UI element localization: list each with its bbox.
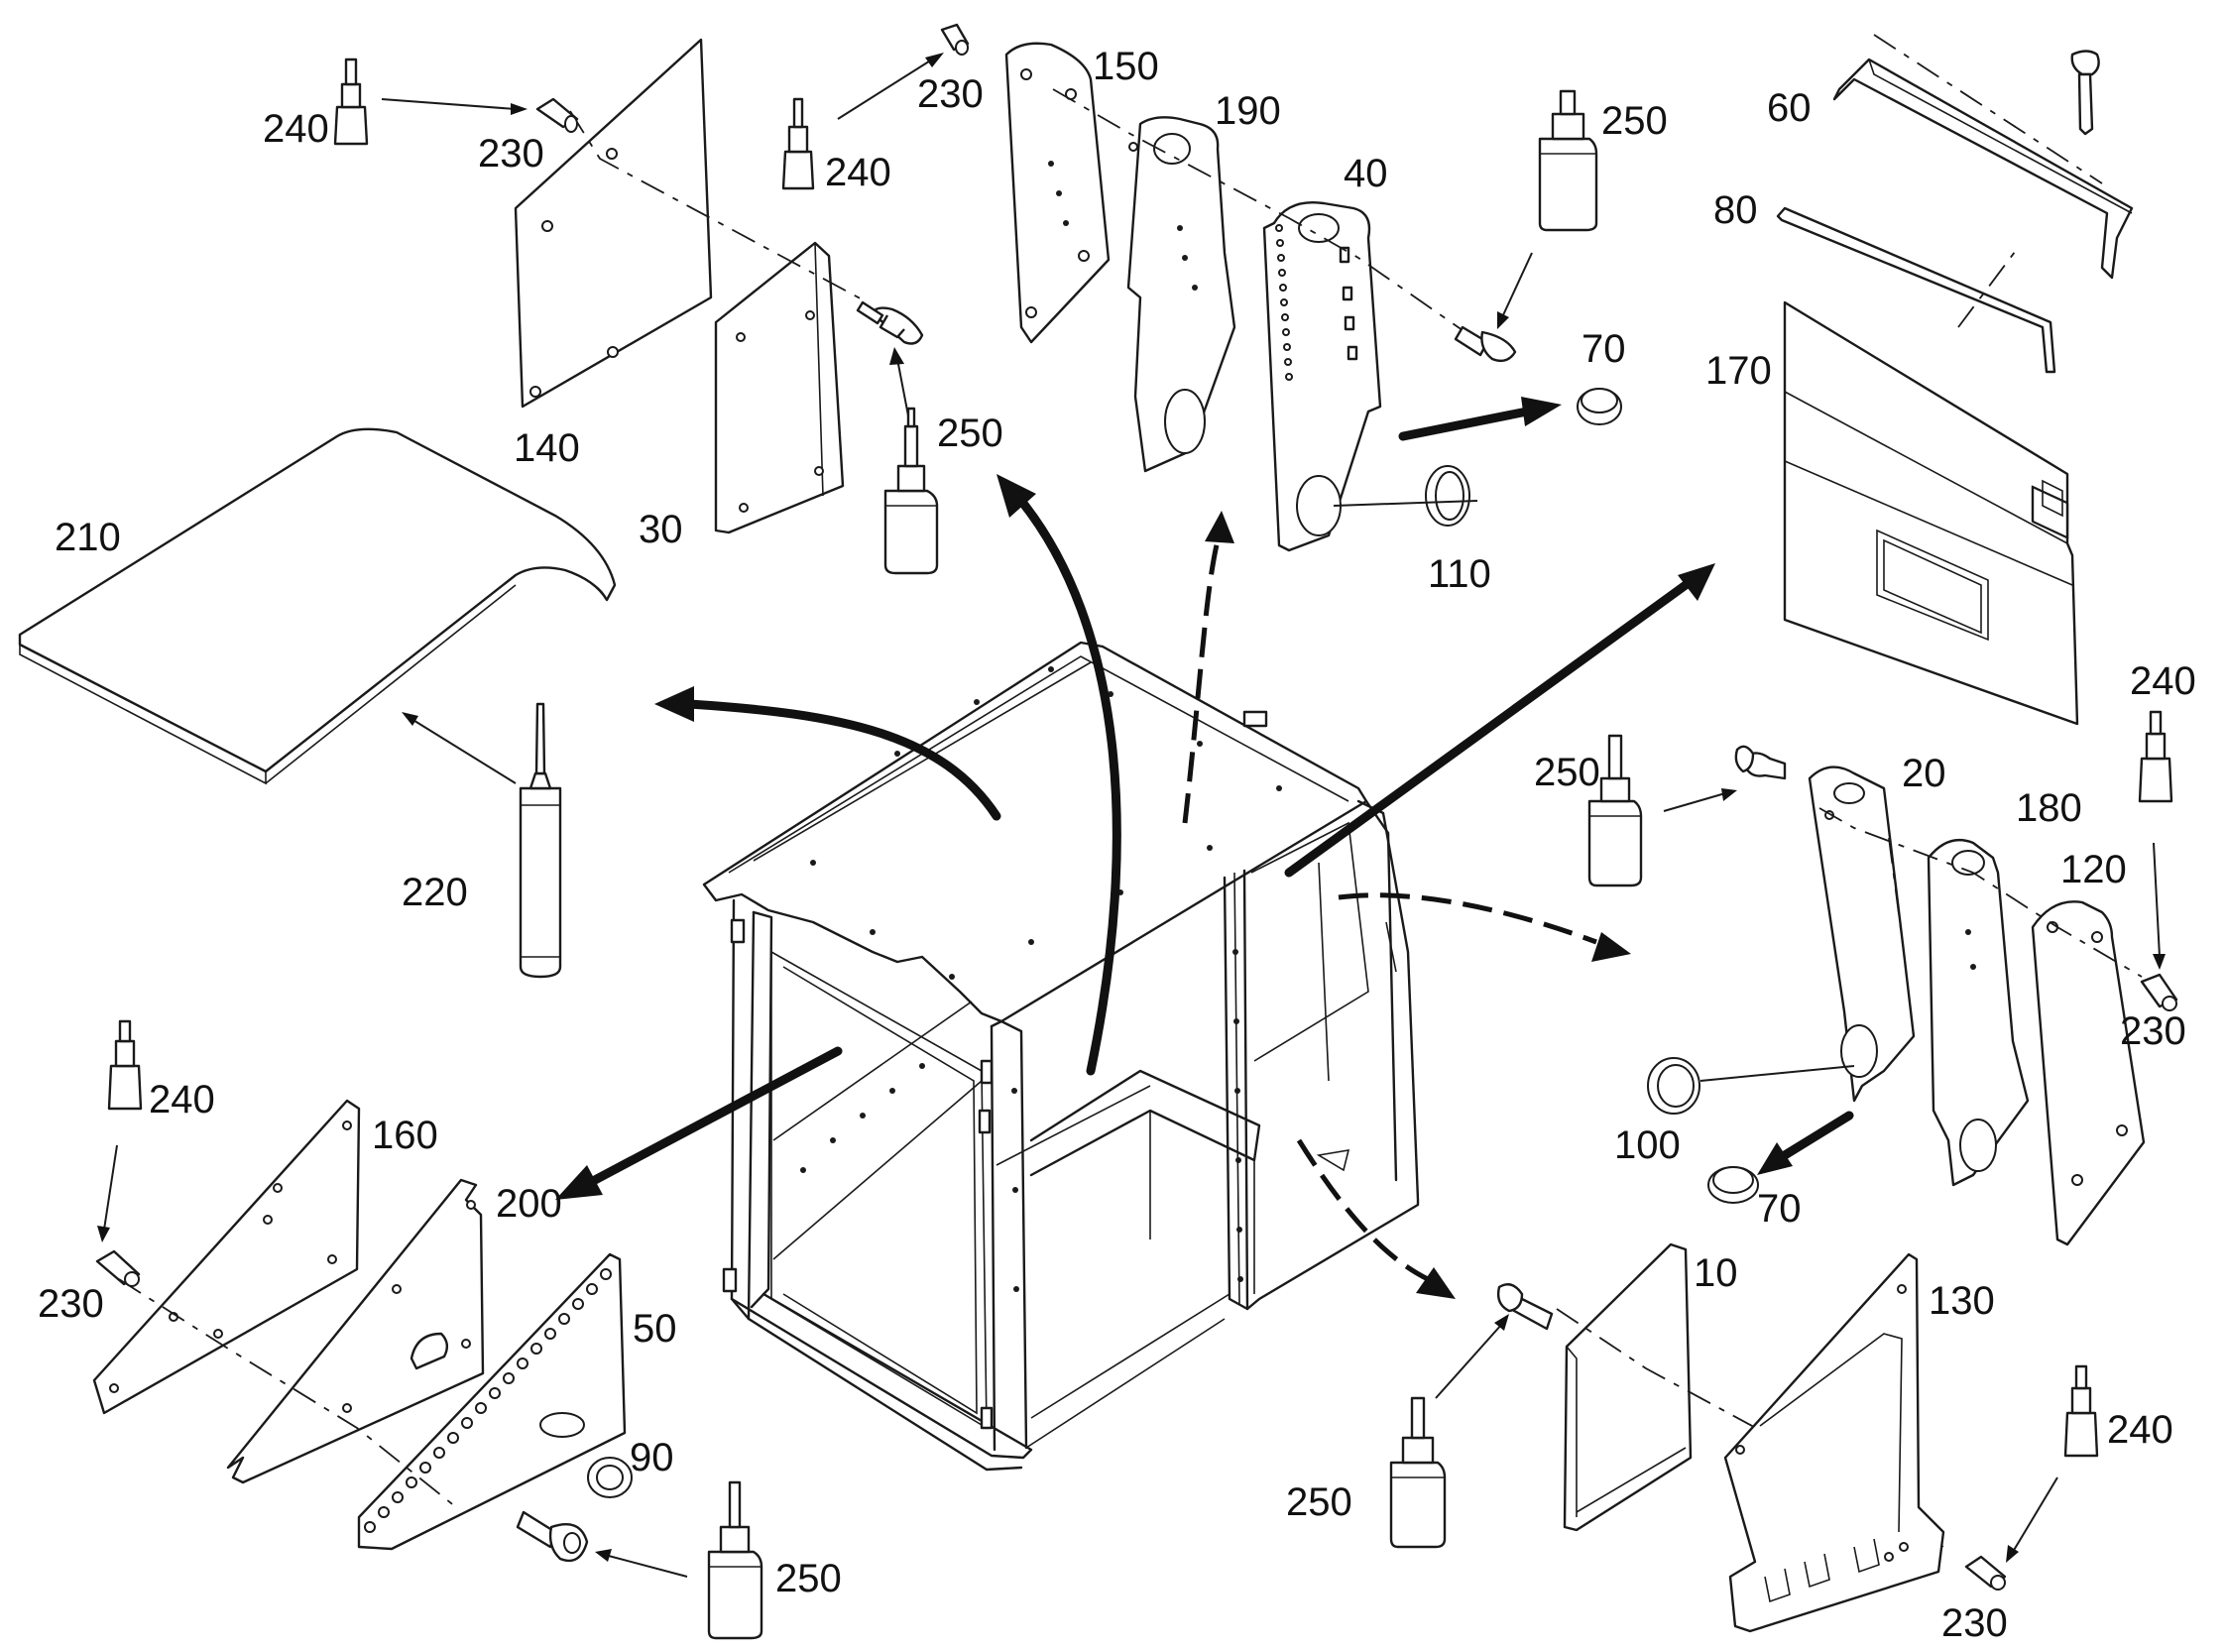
callout-230: 230 <box>917 72 984 116</box>
callout-240: 240 <box>2107 1408 2173 1452</box>
callout-220: 220 <box>402 871 468 914</box>
bolt-60 <box>2070 50 2100 136</box>
bracket-180 <box>1927 838 2030 1187</box>
callout-90: 90 <box>630 1436 674 1479</box>
assembly-centerline <box>1873 34 2103 184</box>
bottle-250-c <box>1587 734 1737 887</box>
assembly-centerline <box>1818 807 2143 978</box>
callout-150: 150 <box>1093 45 1159 88</box>
callout-250: 250 <box>1534 751 1600 794</box>
callout-120: 120 <box>2060 848 2127 891</box>
assembly-centerline <box>569 110 869 303</box>
callout-230: 230 <box>2120 1009 2186 1053</box>
bottle-240-e <box>2006 1364 2099 1563</box>
screw-10 <box>1496 1283 1554 1331</box>
seal-70-a <box>1577 388 1622 425</box>
sealant-tube-220 <box>402 702 562 979</box>
callout-140: 140 <box>514 426 580 470</box>
callout-250: 250 <box>775 1557 842 1600</box>
callout-100: 100 <box>1614 1123 1681 1167</box>
panel-40 <box>1262 201 1382 552</box>
callout-110: 110 <box>1428 552 1491 596</box>
panel-200 <box>226 1178 485 1484</box>
screw-part <box>1454 252 1533 363</box>
seal-70-b <box>1707 1166 1759 1204</box>
cab-frame <box>702 641 1420 1472</box>
callout-230: 230 <box>1941 1601 2008 1645</box>
panel-10 <box>1563 1242 1693 1532</box>
callout-30: 30 <box>639 508 683 551</box>
callout-240: 240 <box>149 1078 215 1121</box>
callout-200: 200 <box>496 1182 562 1226</box>
spacer-230-d <box>95 1249 141 1287</box>
callout-250: 250 <box>937 412 1003 455</box>
rod-80 <box>1776 206 2056 374</box>
bottle-250-a <box>883 407 939 575</box>
callout-190: 190 <box>1215 89 1281 133</box>
callout-240: 240 <box>2130 659 2196 703</box>
callout-160: 160 <box>372 1114 438 1157</box>
spacer-230-b <box>940 23 970 56</box>
callout-80: 80 <box>1713 188 1758 232</box>
spacer-230-a <box>535 97 579 133</box>
bottle-240-a <box>333 58 527 146</box>
panel-130 <box>1723 1252 1945 1633</box>
callout-180: 180 <box>2016 786 2082 830</box>
bracket-190 <box>1126 116 1236 473</box>
callout-10: 10 <box>1694 1251 1738 1295</box>
bottle-240-c <box>2138 710 2173 970</box>
roof-panel-210 <box>18 427 617 785</box>
callout-240: 240 <box>263 107 329 151</box>
callout-40: 40 <box>1344 152 1388 195</box>
callout-50: 50 <box>633 1307 677 1351</box>
ring-90 <box>587 1457 633 1498</box>
callout-60: 60 <box>1767 86 1812 130</box>
callout-240: 240 <box>825 151 891 194</box>
callout-170: 170 <box>1705 349 1772 393</box>
panel-50 <box>357 1252 627 1551</box>
panel-170 <box>1783 300 2079 726</box>
callout-20: 20 <box>1902 752 1946 795</box>
bracket-60 <box>1832 58 2134 280</box>
assembly-centerline <box>118 1278 457 1508</box>
bottle-240-b <box>781 53 944 190</box>
ring-110 <box>1333 465 1478 527</box>
callout-210: 210 <box>55 516 121 559</box>
callout-250: 250 <box>1286 1480 1352 1524</box>
screw-20 <box>1734 745 1787 780</box>
bottle-250-e <box>1389 1314 1509 1549</box>
panel-50-holes <box>364 1268 612 1533</box>
panel-160 <box>92 1099 361 1415</box>
bottle-250-b <box>1538 89 1598 232</box>
callout-130: 130 <box>1929 1279 1995 1323</box>
panel-20 <box>1808 766 1916 1103</box>
bottle-250-d <box>707 1480 763 1640</box>
callout-250: 250 <box>1601 99 1668 143</box>
callout-230: 230 <box>478 132 544 176</box>
callout-230: 230 <box>38 1282 104 1326</box>
panel-120 <box>2031 900 2146 1246</box>
screw-part <box>856 300 924 437</box>
assembly-centerline <box>1957 247 2019 328</box>
spacer-230-e <box>1964 1555 2007 1591</box>
assembly-centerline <box>1052 88 1473 338</box>
ring-100 <box>1647 1057 1855 1115</box>
assembly-arrows <box>555 397 1854 1299</box>
bottle-240-d <box>97 1019 143 1242</box>
callout-labels: 240 230 140 30 240 230 150 190 250 40 25… <box>38 45 2196 1645</box>
spacer-230-c <box>2140 973 2178 1011</box>
panel-30 <box>714 241 845 534</box>
panel-150 <box>1004 42 1111 344</box>
panel-140 <box>514 38 713 409</box>
callout-70: 70 <box>1757 1187 1802 1231</box>
screw-part <box>516 1510 688 1578</box>
callout-70: 70 <box>1582 327 1626 371</box>
